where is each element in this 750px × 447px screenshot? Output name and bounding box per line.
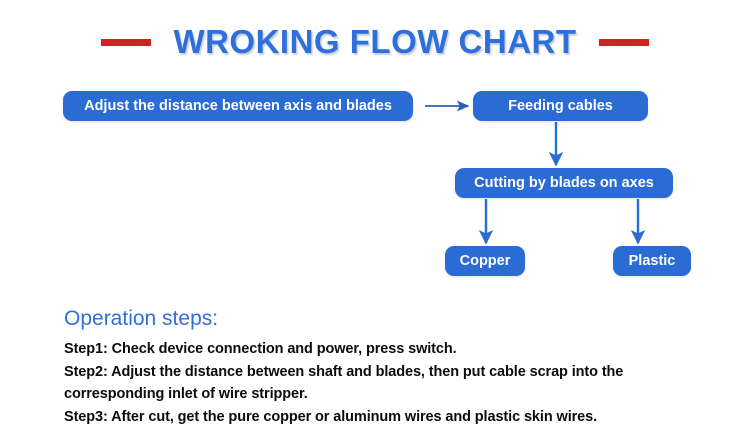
flow-node-copper: Copper	[445, 246, 525, 276]
page-title: WROKING FLOW CHART	[173, 23, 577, 60]
title-dash-left-icon	[101, 38, 152, 46]
operation-steps-heading: Operation steps:	[64, 307, 219, 330]
flow-node-adjust-distance: Adjust the distance between axis and bla…	[63, 91, 413, 121]
operation-steps-section: Operation steps: Step1: Check device con…	[64, 306, 724, 428]
operation-step-line: corresponding inlet of wire stripper.	[64, 386, 308, 403]
page-title-row: WROKING FLOW CHART	[0, 18, 750, 66]
title-dash-right-icon	[598, 38, 649, 46]
flow-node-cutting-by-blades: Cutting by blades on axes	[455, 168, 673, 198]
operation-step-line: Step1: Check device connection and power…	[64, 341, 457, 358]
flow-node-plastic: Plastic	[613, 246, 691, 276]
flow-node-feeding-cables: Feeding cables	[473, 91, 648, 121]
flowchart: Adjust the distance between axis and bla…	[63, 91, 691, 276]
operation-step-line: Step3: After cut, get the pure copper or…	[64, 408, 598, 425]
operation-step-line: Step2: Adjust the distance between shaft…	[64, 363, 624, 380]
